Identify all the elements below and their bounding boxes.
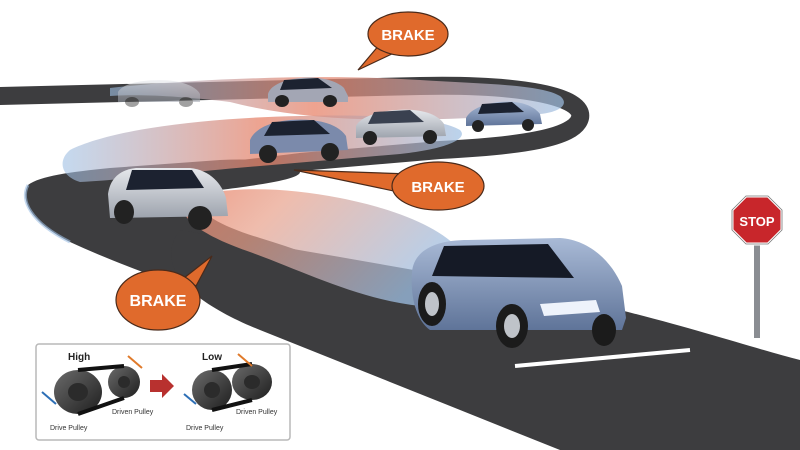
car-dark-middle xyxy=(250,119,348,163)
stop-sign: STOP xyxy=(730,194,784,338)
road-lower xyxy=(171,230,800,450)
brake-label-lower: BRAKE xyxy=(130,293,187,310)
inset-driven-pulley-right: Driven Pulley xyxy=(236,409,278,416)
inset-drive-pulley-right: Drive Pulley xyxy=(186,425,224,432)
inset-driven-pulley-left: Driven Pulley xyxy=(112,409,154,416)
stop-sign-text: STOP xyxy=(739,214,774,229)
pulley-set-low xyxy=(183,353,272,412)
brake-label-top: BRAKE xyxy=(381,27,434,44)
inset-low-label: Low xyxy=(202,352,222,363)
cvt-inset-panel: High Low Driven Pulley Drive Pulley Driv… xyxy=(35,343,291,441)
car-silver-middle xyxy=(356,109,446,145)
stop-sign-pole xyxy=(754,232,760,338)
car-left-middle xyxy=(108,168,228,230)
car-top-center xyxy=(268,77,348,107)
inset-high-label: High xyxy=(68,352,90,363)
brake-callout-lower: BRAKE xyxy=(115,255,213,331)
car-front-large xyxy=(411,238,626,348)
pulley-set-high xyxy=(41,355,143,416)
road-edge-highlight xyxy=(23,184,71,244)
brake-callout-middle: BRAKE xyxy=(293,161,485,211)
lane-marking xyxy=(514,348,691,368)
car-far-left-blurred xyxy=(118,80,200,107)
brake-callout-top: BRAKE xyxy=(357,11,449,71)
brake-label-middle: BRAKE xyxy=(411,179,464,196)
trail-lower xyxy=(180,189,463,306)
inset-drive-pulley-left: Drive Pulley xyxy=(50,425,88,432)
car-top-right xyxy=(466,101,542,132)
inset-arrow xyxy=(150,374,174,398)
